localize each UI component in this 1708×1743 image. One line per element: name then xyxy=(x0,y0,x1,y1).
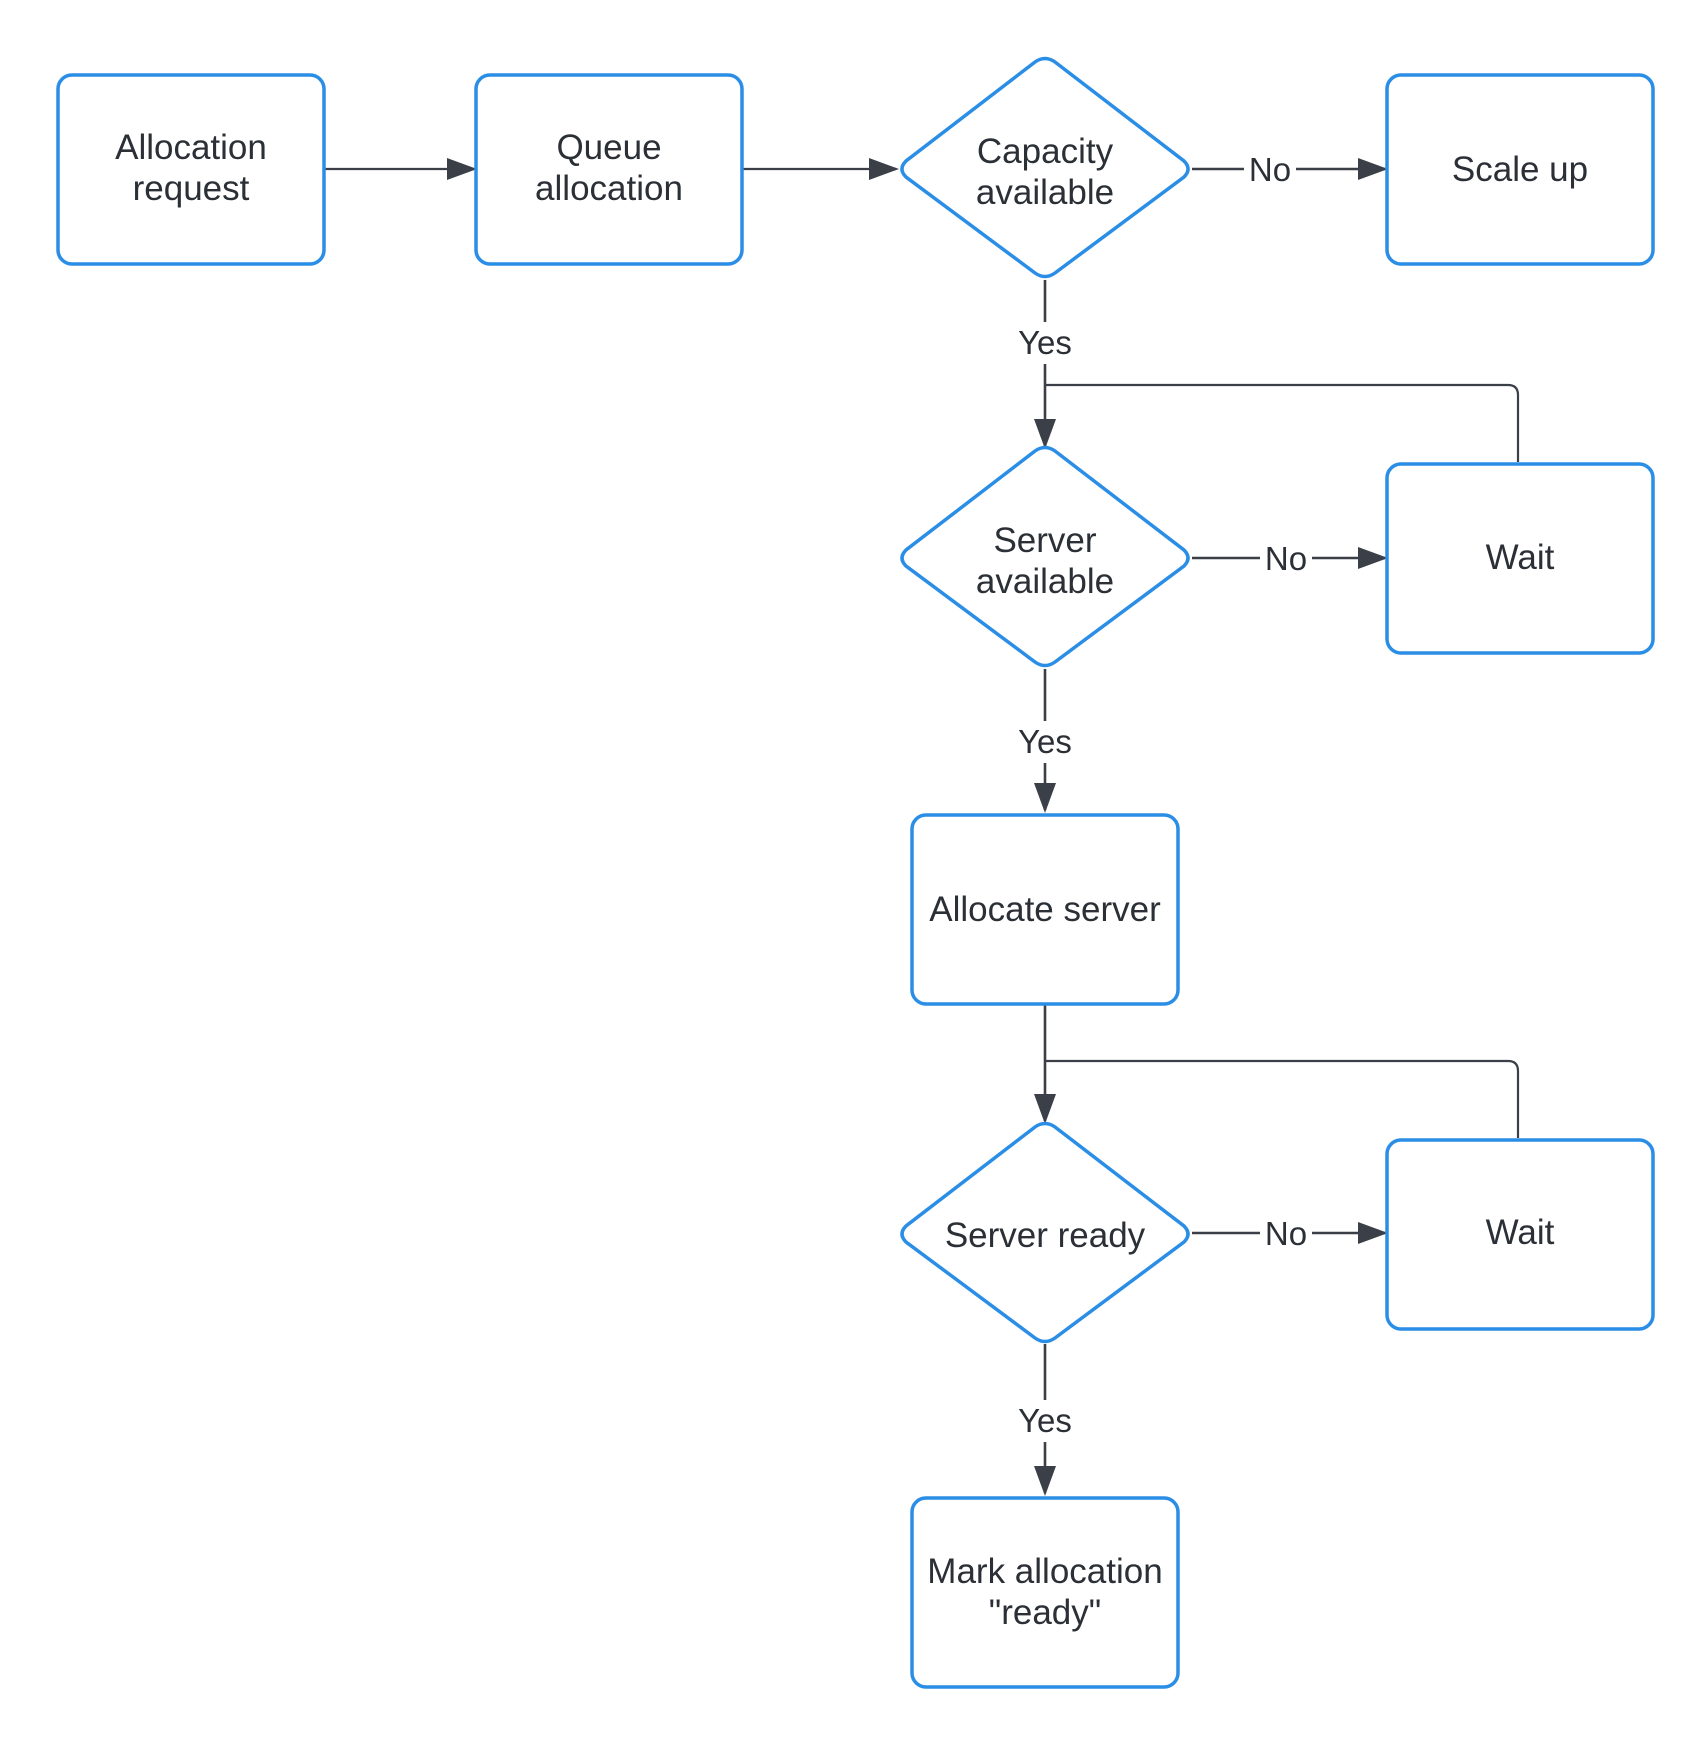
node-label-line: available xyxy=(976,562,1114,601)
node-diamond xyxy=(900,1121,1190,1344)
edge-label-bg xyxy=(1260,1214,1312,1252)
node-mark-allocation-ready[interactable]: Mark allocation "ready" xyxy=(910,1496,1180,1689)
edge-label-no-ready: No xyxy=(1265,1215,1307,1252)
edge-wait-2-loop-back xyxy=(1045,1059,1520,1138)
node-label-line: Wait xyxy=(1486,1213,1555,1252)
node-label-line: allocation xyxy=(535,169,683,208)
node-scale-up[interactable]: Scale up xyxy=(1385,73,1655,266)
edge-label-bg xyxy=(1010,721,1080,763)
node-box xyxy=(474,73,744,266)
node-box xyxy=(910,1496,1180,1689)
edge-label-no-capacity: No xyxy=(1249,151,1291,188)
edge-wait-1-loop-back xyxy=(1045,383,1520,462)
node-box xyxy=(1385,73,1655,266)
nodes: Allocation request Queue allocation Capa… xyxy=(56,56,1655,1689)
node-label-line: "ready" xyxy=(989,1593,1101,1632)
node-label-line: available xyxy=(976,173,1114,212)
node-server-ready[interactable]: Server ready xyxy=(900,1121,1190,1344)
edge-label-yes-server: Yes xyxy=(1018,723,1072,760)
node-label-line: Server ready xyxy=(945,1216,1146,1255)
node-label-line: request xyxy=(133,169,250,208)
node-diamond xyxy=(900,56,1190,279)
node-label-line: Allocate server xyxy=(929,890,1161,929)
node-queue-allocation[interactable]: Queue allocation xyxy=(474,73,744,266)
edge-label-yes-ready: Yes xyxy=(1018,1402,1072,1439)
edge-label-bg xyxy=(1244,150,1296,188)
node-label-line: Queue xyxy=(556,128,661,167)
node-label-line: Capacity xyxy=(977,132,1114,171)
node-box xyxy=(56,73,326,266)
node-box xyxy=(1385,462,1655,655)
node-label-line: Scale up xyxy=(1452,150,1588,189)
node-label-line: Wait xyxy=(1486,538,1555,577)
edge-label-bg xyxy=(1260,539,1312,577)
edge-label-bg xyxy=(1010,1400,1080,1442)
edges: No Yes No Yes No Yes xyxy=(324,150,1520,1496)
node-label-line: Server xyxy=(993,521,1096,560)
node-box xyxy=(910,813,1180,1006)
node-wait-1[interactable]: Wait xyxy=(1385,462,1655,655)
node-server-available[interactable]: Server available xyxy=(900,445,1190,668)
node-capacity-available[interactable]: Capacity available xyxy=(900,56,1190,279)
node-label-line: Allocation xyxy=(115,128,267,167)
node-box xyxy=(1385,1138,1655,1331)
edge-label-no-server: No xyxy=(1265,540,1307,577)
node-wait-2[interactable]: Wait xyxy=(1385,1138,1655,1331)
node-diamond xyxy=(900,445,1190,668)
edge-label-yes-capacity: Yes xyxy=(1018,324,1072,361)
node-allocate-server[interactable]: Allocate server xyxy=(910,813,1180,1006)
node-allocation-request[interactable]: Allocation request xyxy=(56,73,326,266)
node-label-line: Mark allocation xyxy=(927,1552,1162,1591)
edge-label-bg xyxy=(1010,322,1080,364)
